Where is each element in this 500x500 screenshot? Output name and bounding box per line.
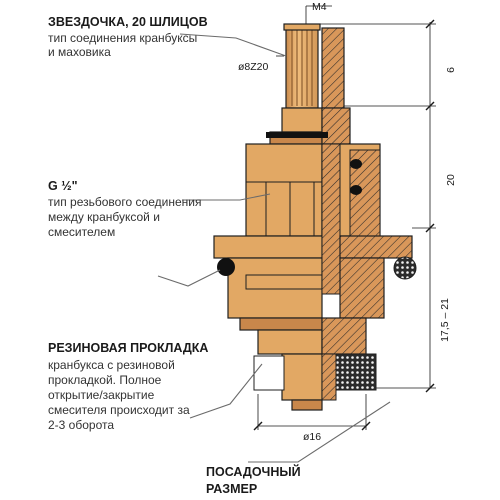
cartridge-section bbox=[266, 27, 417, 401]
spline-desc-line-2: и маховика bbox=[48, 45, 111, 59]
gasket-desc-line-2: прокладкой. Полное bbox=[48, 373, 162, 387]
gasket-desc-line-4: смесителя происходит за bbox=[48, 403, 190, 417]
annotation-gasket: РЕЗИНОВАЯ ПРОКЛАДКА кранбукса с резиново… bbox=[48, 341, 208, 432]
thread-desc-line-3: смесителем bbox=[48, 225, 115, 239]
dim-height-bottom: 17,5 – 21 bbox=[439, 298, 451, 342]
annotation-thread: G ½" тип резьбового соединения между кра… bbox=[48, 179, 202, 239]
dim-height-top: 6 bbox=[445, 67, 457, 73]
dimension-lines bbox=[253, 5, 436, 431]
seat-title-line-1: ПОСАДОЧНЫЙ bbox=[206, 464, 301, 479]
gasket-desc-line-1: кранбукса с резиновой bbox=[48, 358, 175, 372]
annotation-spline: ЗВЕЗДОЧКА, 20 ШЛИЦОВ тип соединения кран… bbox=[48, 15, 208, 59]
dim-height-mid: 20 bbox=[445, 174, 457, 186]
gasket-desc-line-5: 2-3 оборота bbox=[48, 418, 114, 432]
spline-title: ЗВЕЗДОЧКА, 20 ШЛИЦОВ bbox=[48, 15, 208, 29]
dim-base-diameter: ø16 bbox=[303, 431, 321, 443]
leader-lines bbox=[157, 33, 391, 463]
spline-desc-line-1: тип соединения кранбуксы bbox=[48, 31, 197, 45]
gasket-title: РЕЗИНОВАЯ ПРОКЛАДКА bbox=[48, 341, 208, 355]
annotation-seat: ПОСАДОЧНЫЙ РАЗМЕР bbox=[206, 464, 301, 496]
cartridge-exterior bbox=[213, 23, 323, 411]
dim-spline-diameter: ø8Z20 bbox=[238, 61, 269, 73]
seat-title-line-2: РАЗМЕР bbox=[206, 482, 257, 496]
dim-m4: M4 bbox=[312, 1, 327, 13]
thread-title: G ½" bbox=[48, 179, 78, 193]
thread-desc-line-1: тип резьбового соединения bbox=[48, 195, 202, 209]
gasket-desc-line-3: открытие/закрытие bbox=[48, 388, 155, 402]
thread-desc-line-2: между кранбуксой и bbox=[48, 210, 160, 224]
